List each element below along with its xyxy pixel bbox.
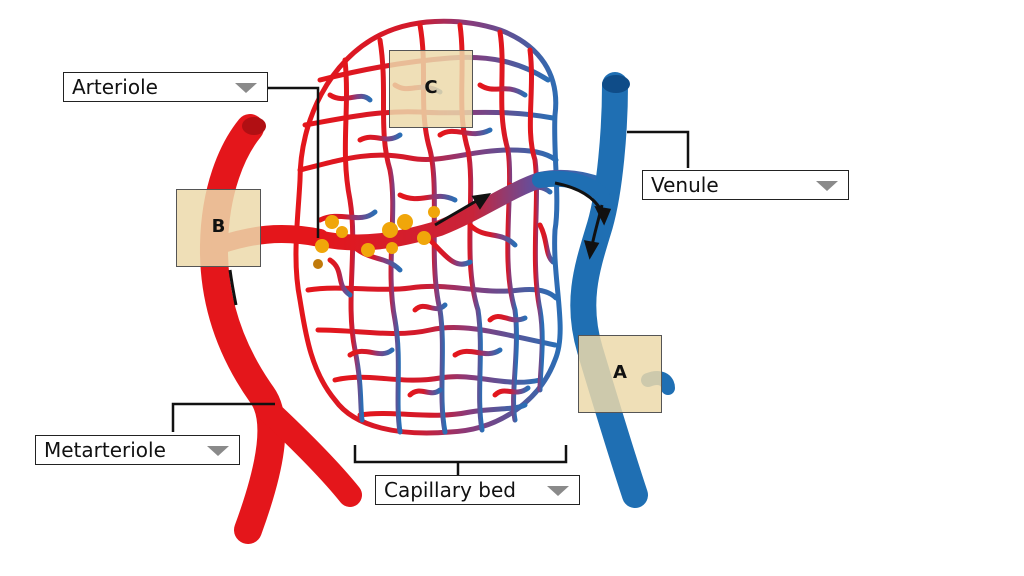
venule-dropdown[interactable]: Venule [642, 170, 849, 200]
arteriole-dropdown-value: Arteriole [72, 75, 158, 99]
label-box-a[interactable]: A [578, 335, 662, 413]
arteriole-dropdown[interactable]: Arteriole [63, 72, 268, 102]
label-box-b[interactable]: B [176, 189, 261, 267]
venule-dropdown-value: Venule [651, 173, 719, 197]
flow-arrows [228, 181, 612, 306]
arteriole-vessel [199, 114, 362, 544]
leader-lines [171, 86, 690, 475]
chevron-down-icon [816, 181, 838, 191]
capillary-bed-dropdown[interactable]: Capillary bed [375, 475, 580, 505]
label-box-c[interactable]: C [389, 50, 473, 128]
label-a-text: A [613, 362, 627, 383]
precapillary-sphincters [313, 206, 440, 269]
metarteriole-dropdown-value: Metarteriole [44, 438, 166, 462]
label-c-text: C [424, 77, 438, 98]
chevron-down-icon [547, 486, 569, 496]
chevron-down-icon [207, 446, 229, 456]
chevron-down-icon [235, 83, 257, 93]
venule-vessel [532, 72, 675, 508]
capillary-bed-dropdown-value: Capillary bed [384, 478, 516, 502]
label-b-text: B [211, 216, 226, 237]
metarteriole-dropdown[interactable]: Metarteriole [35, 435, 240, 465]
